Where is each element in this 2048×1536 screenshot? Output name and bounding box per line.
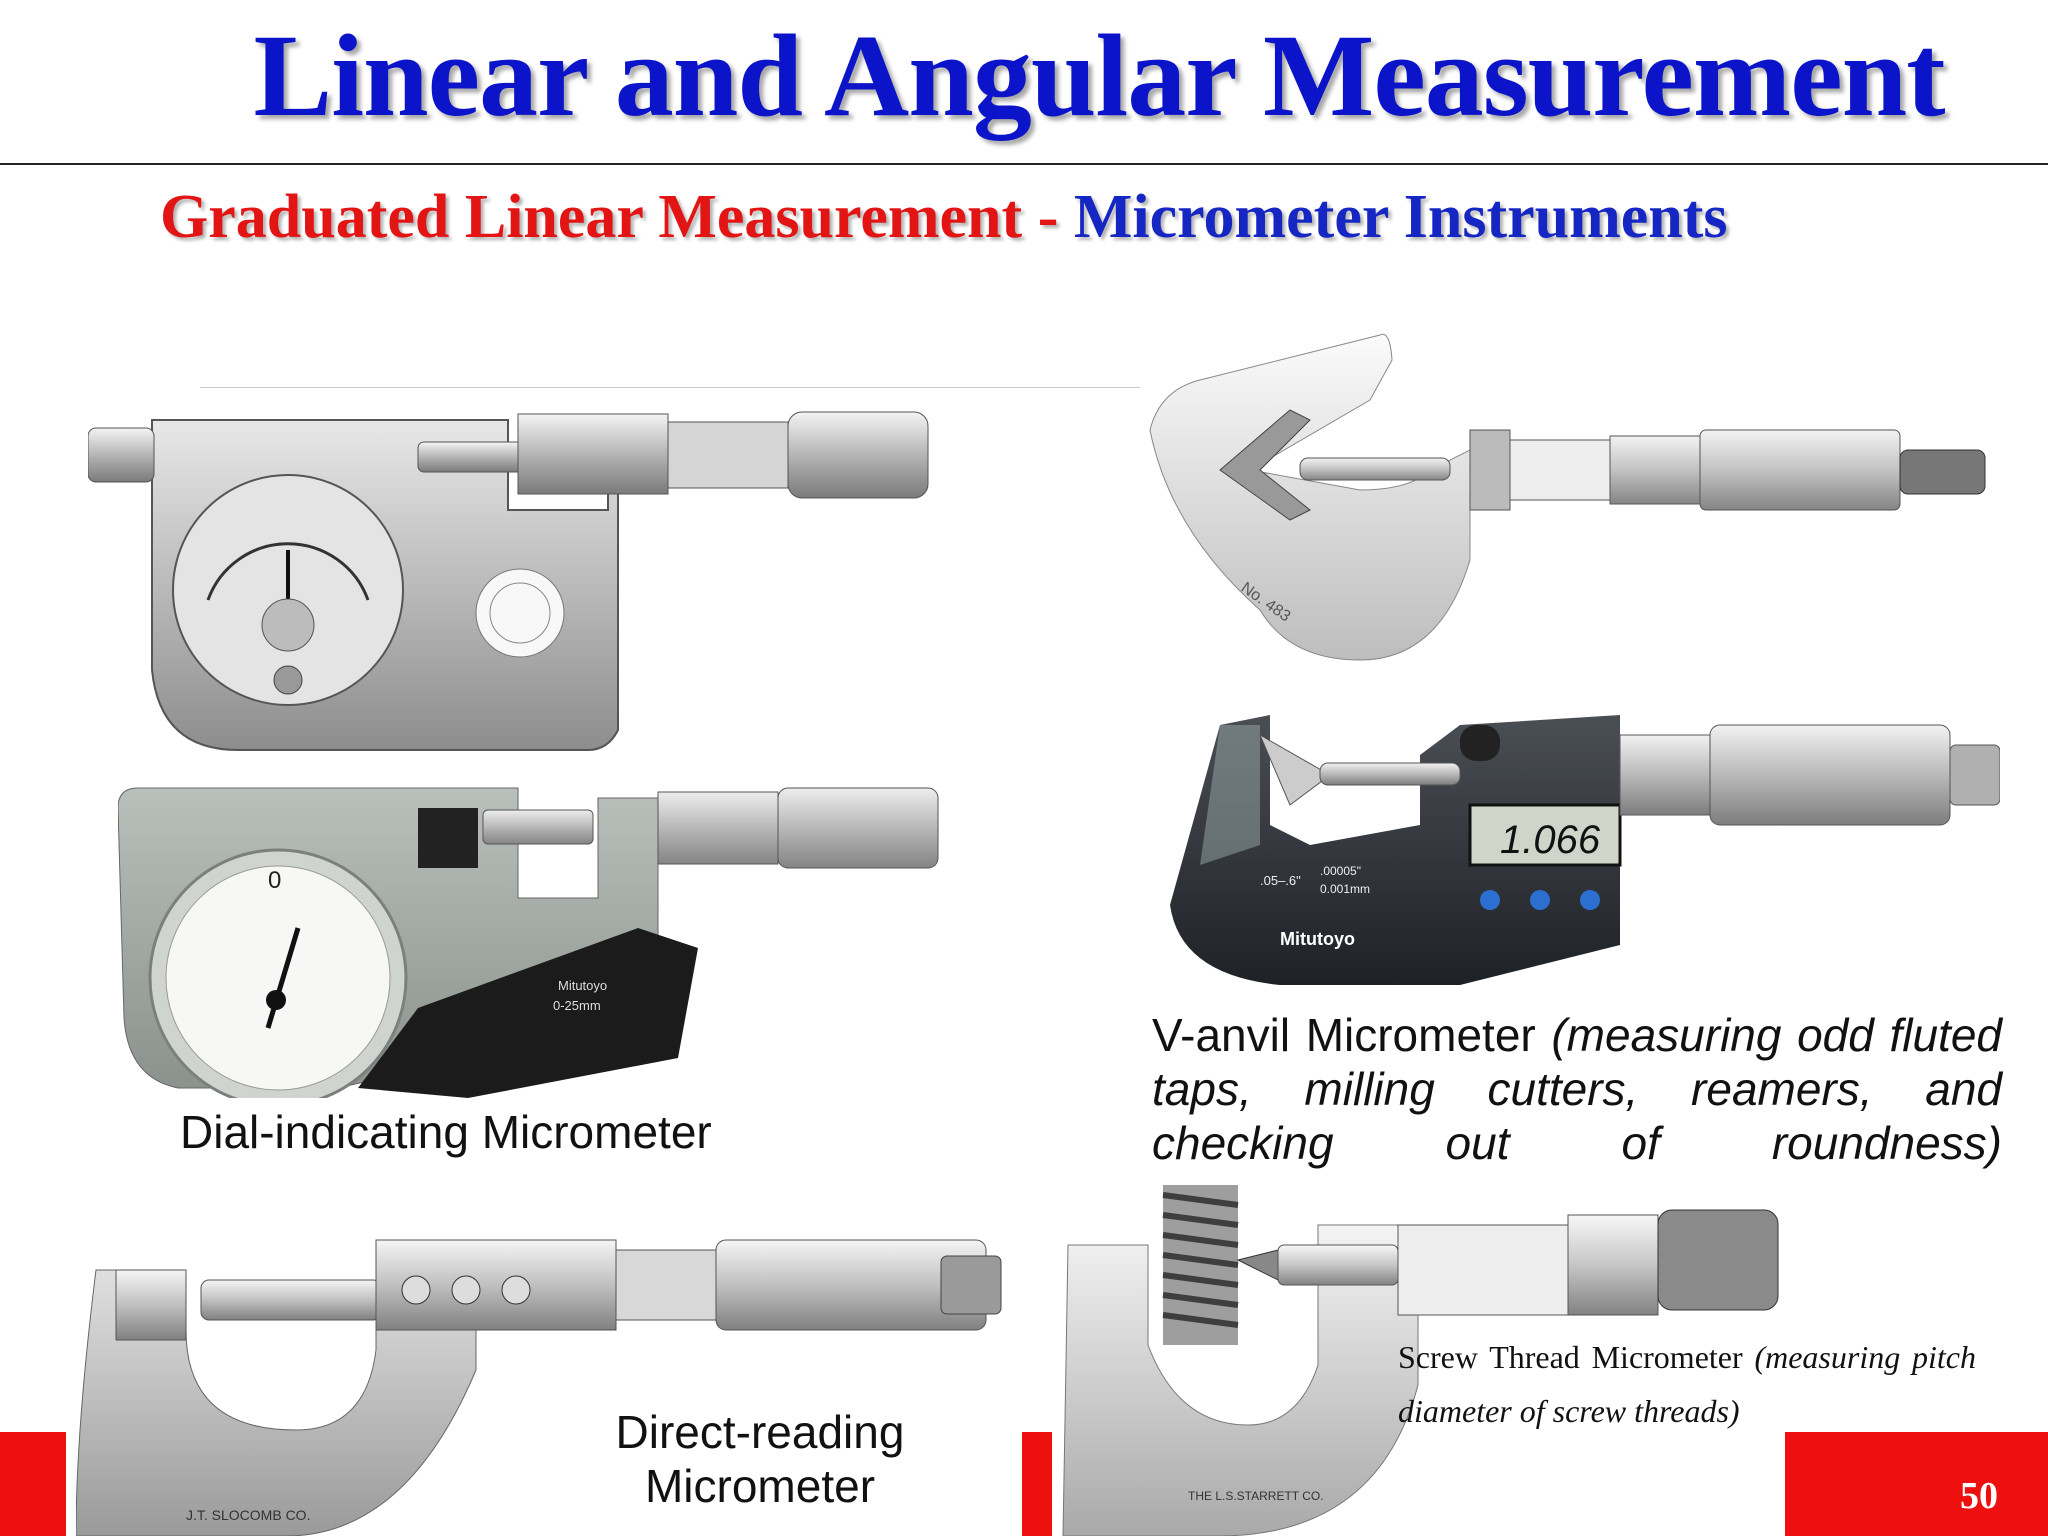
footer-bar-left <box>0 1432 66 1536</box>
dial-zero-mark: 0 <box>268 867 281 894</box>
subtitle-separator: - <box>1022 183 1074 251</box>
title-divider <box>0 163 2048 165</box>
caption-direct-line-2: Micrometer <box>644 1460 876 1512</box>
caption-screw-note: (measuring pitch diameter of screw threa… <box>1398 1339 1977 1429</box>
slide-subtitle: Graduated Linear Measurement - Micromete… <box>160 182 1728 253</box>
dial-micrometer-image-1 <box>88 411 929 751</box>
caption-dial-indicating: Dial-indicating Micrometer <box>180 1106 712 1158</box>
caption-v-anvil-note: (measuring odd fluted taps, milling cutt… <box>1152 1009 2002 1169</box>
page-number: 50 <box>1960 1475 1998 1517</box>
caption-v-anvil-name: V-anvil Micrometer <box>1152 1009 1552 1061</box>
subtitle-part-blue: Micrometer Instruments <box>1073 183 1728 251</box>
dial-range-label: 0-25mm <box>553 998 601 1013</box>
resolution-inch: .00005" <box>1320 864 1361 878</box>
caption-direct-line-1: Direct-reading <box>615 1406 905 1458</box>
v-anvil-micrometer-image-2: 1.066 .05–.6" .00005" 0.001mm Mitutoyo <box>1170 715 2000 985</box>
subtitle-part-red: Graduated Linear Measurement <box>160 183 1023 251</box>
caption-v-anvil: V-anvil Micrometer (measuring odd fluted… <box>1152 1008 2002 1170</box>
caption-screw-thread: Screw Thread Micrometer (measuring pitch… <box>1398 1330 1976 1438</box>
brand-logo-text: Mitutoyo <box>1280 929 1355 949</box>
slide-title: Linear and Angular Measurement <box>253 10 1946 141</box>
starrett-marking: THE L.S.STARRETT CO. <box>1188 1489 1324 1503</box>
caption-direct-reading: Direct-reading Micrometer <box>570 1405 950 1513</box>
digital-display-reading: 1.066 <box>1500 818 1601 862</box>
dial-brand-label: Mitutoyo <box>558 978 607 993</box>
maker-marking: J.T. SLOCOMB CO. <box>186 1507 310 1523</box>
dial-micrometer-image-2: 0 Mitutoyo 0-25mm <box>118 787 939 1098</box>
footer-bar-middle <box>1022 1432 1052 1536</box>
footer-bar-right <box>1785 1432 2048 1536</box>
direct-reading-micrometer-image: J.T. SLOCOMB CO. <box>76 1239 1002 1536</box>
resolution-mm: 0.001mm <box>1320 882 1370 896</box>
screw-thread-micrometer-image: THE L.S.STARRETT CO. <box>1062 1185 1779 1536</box>
range-marking: .05–.6" <box>1260 873 1301 888</box>
threaded-workpiece <box>1162 1185 1239 1345</box>
decorative-line <box>200 387 1140 388</box>
v-anvil-micrometer-image-1: No. 483 <box>1149 333 1986 661</box>
caption-screw-name: Screw Thread Micrometer <box>1398 1339 1755 1375</box>
